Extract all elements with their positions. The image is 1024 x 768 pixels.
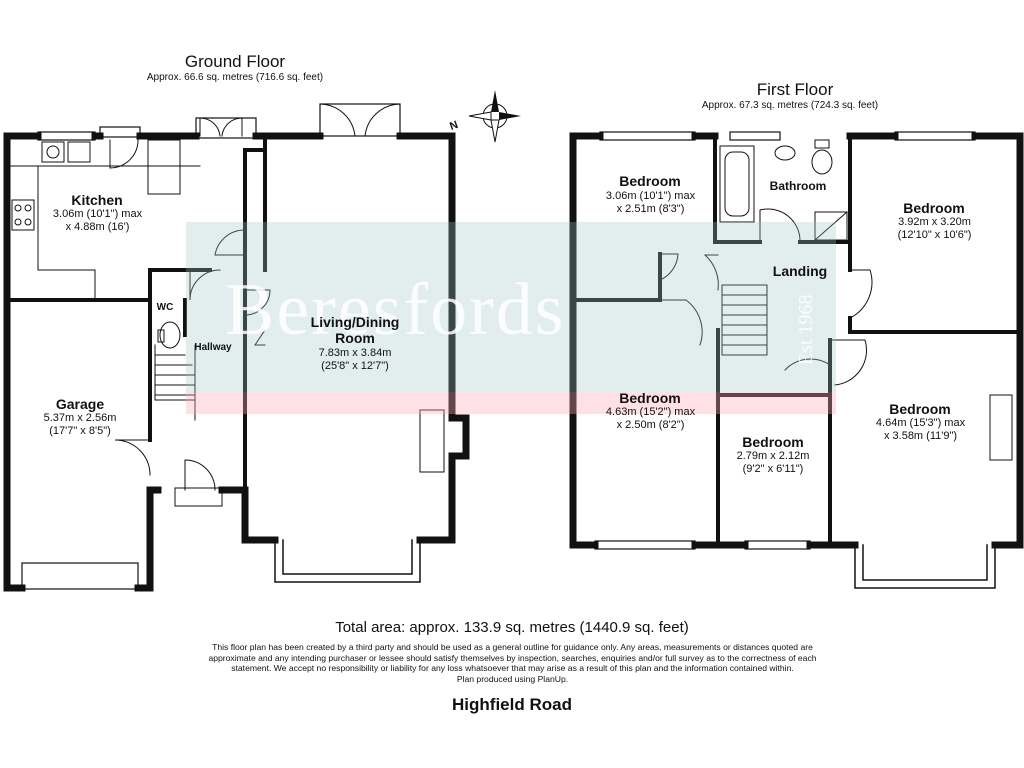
kitchen-dim-line-1: 3.06m (10'1") max [52,208,143,220]
first-floor-outer-walls [569,132,1024,549]
bedroom-bottom-right-label: Bedroom [889,401,951,417]
bedroom-top-right-dim-line-1: 3.92m x 3.20m [898,216,971,228]
bedroom-bottom-left-dims: 4.63m (15'2") max x 2.50m (8'2") [588,406,713,432]
ground-floor-plan [3,103,470,592]
garage-dim-line-2: (17'7" x 8'5") [49,425,111,437]
bedroom-top-right-dims: 3.92m x 3.20m (12'10" x 10'6") [872,216,997,242]
watermark-logo-text: Beresfords [225,269,566,351]
garage-dim-line-1: 5.37m x 2.56m [43,412,117,424]
living-room-bay-window [274,539,421,583]
garage-dims: 5.37m x 2.56m (17'7" x 8'5") [20,412,140,438]
bedroom-top-left-dims: 3.06m (10'1") max x 2.51m (8'3") [588,190,713,216]
first-floor-title: First Floor [756,80,834,99]
bedroom-top-left-label: Bedroom [619,173,681,189]
first-floor-plan [569,131,1024,589]
wc-label: WC [156,302,174,313]
living-room-dim-line-2: (25'8" x 12'7") [321,360,389,372]
bedroom-bottom-middle-dim-line-1: 2.79m x 2.12m [736,450,810,462]
bedroom-bottom-right-dim-line-1: 4.64m (15'3") max [875,417,966,429]
bedroom-bottom-left-dim-line-2: x 2.50m (8'2") [616,419,685,431]
bedroom-bottom-left-label: Bedroom [619,390,681,406]
bedroom-bottom-middle-dim-line-2: (9'2" x 6'11") [742,463,804,475]
bedroom-top-right-dim-line-2: (12'10" x 10'6") [897,229,972,241]
disclaimer: This floor plan has been created by a th… [140,642,885,684]
ground-floor-inner-walls [8,138,267,492]
disclaimer-line-4: Plan produced using PlanUp. [456,673,569,684]
first-floor-fittings [659,139,1013,461]
living-room-dims: 7.83m x 3.84m (25'8" x 12'7") [295,347,415,373]
bedroom-bottom-middle-dims: 2.79m x 2.12m (9'2" x 6'11") [718,450,828,476]
watermark-band [186,222,836,392]
living-room-dim-line-1: 7.83m x 3.84m [318,347,392,359]
kitchen-label: Kitchen [71,192,123,208]
road-name: Highfield Road [452,695,572,714]
first-floor-windows [594,131,976,550]
bedroom-bottom-middle-label: Bedroom [742,434,804,450]
first-floor-inner-walls [571,134,1022,547]
first-floor-area: Approx. 67.3 sq. metres (724.3 sq. feet) [701,100,879,111]
living-room-label-line-1: Living/Dining [310,314,400,330]
bathroom-label: Bathroom [769,179,827,193]
bedroom-top-right-label: Bedroom [903,200,965,216]
hallway-fittings [114,229,445,507]
ground-floor-outer-walls [3,132,470,592]
kitchen-dims: 3.06m (10'1") max x 4.88m (16') [35,208,160,234]
garage-label: Garage [55,396,105,412]
bedroom-bottom-right-dims: 4.64m (15'3") max x 3.58m (11'9") [858,417,983,443]
bedroom-top-left-dim-line-1: 3.06m (10'1") max [605,190,696,202]
living-room-label: Living/Dining Room [290,314,420,346]
kitchen-dim-line-2: x 4.88m (16') [65,221,130,233]
disclaimer-line-2: approximate and any intending purchaser … [208,652,817,663]
bedroom-bottom-left-dim-line-1: 4.63m (15'2") max [605,406,696,418]
total-area: Total area: approx. 133.9 sq. metres (14… [335,619,689,636]
ground-floor-title: Ground Floor [184,52,286,71]
landing-label: Landing [772,263,828,279]
watermark-pink-strip [186,392,836,414]
ground-floor-area: Approx. 66.6 sq. metres (716.6 sq. feet) [146,72,324,83]
bedroom-bay-window [854,544,996,589]
hallway-label: Hallway [194,342,232,353]
living-room-label-line-2: Room [335,330,375,346]
bedroom-bottom-right-dim-line-2: x 3.58m (11'9") [883,430,958,442]
disclaimer-line-3: statement. We accept no responsibility o… [231,663,794,673]
bedroom-top-left-dim-line-2: x 2.51m (8'3") [616,203,685,215]
kitchen-fittings [9,139,201,301]
watermark-est-text: Est 1968 [795,294,817,365]
disclaimer-line-1: This floor plan has been created by a th… [212,642,813,652]
compass-rose [468,90,521,143]
french-doors [199,103,401,137]
